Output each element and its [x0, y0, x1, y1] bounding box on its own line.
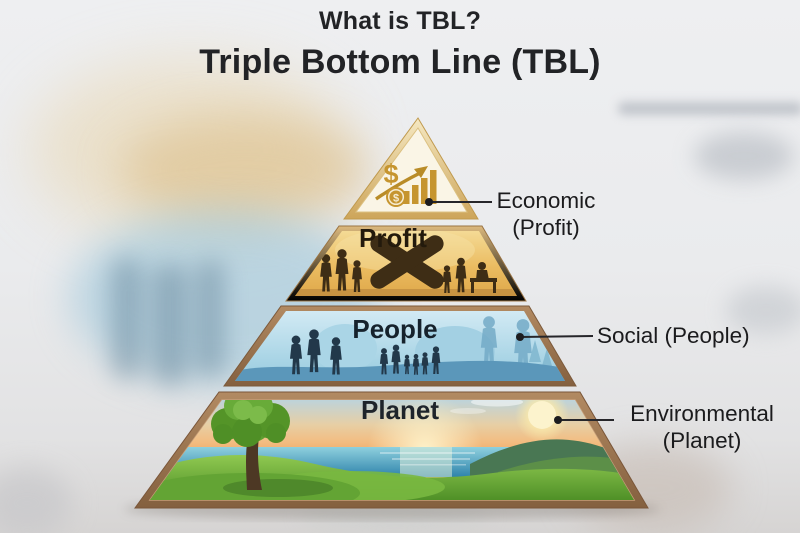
- connector-environmental: [554, 416, 614, 424]
- callout-economic: Economic (Profit): [488, 187, 604, 241]
- desk-silhouette: [470, 262, 497, 293]
- tier-economic-face: [355, 127, 468, 213]
- tier-planet-frame-edge: [134, 391, 649, 509]
- callout-line: Environmental: [630, 401, 774, 426]
- callout-social: Social (People): [597, 322, 797, 349]
- sun-reflection: [400, 447, 452, 477]
- people-silhouettes: [235, 316, 565, 381]
- dollar-growth-chart-icon: $ $: [375, 159, 437, 207]
- callout-connectors: [425, 198, 614, 424]
- tier-economic: $ $: [343, 117, 479, 220]
- callout-line: (Profit): [512, 215, 580, 240]
- planet-label: Planet: [361, 395, 439, 425]
- callout-line: (Planet): [662, 428, 742, 453]
- tier-people: People: [223, 305, 577, 387]
- bar-chart-icon: [403, 170, 437, 204]
- profit-floor: [295, 289, 517, 296]
- connector-economic: [425, 198, 492, 206]
- coin-dollar-sign: $: [393, 193, 399, 205]
- crossed-hands-icon: [370, 235, 444, 289]
- trend-arrow-head: [414, 166, 428, 178]
- tier-planet: Planet: [134, 391, 649, 509]
- header: What is TBL? Triple Bottom Line (TBL): [0, 7, 800, 82]
- profit-silhouettes: [295, 231, 517, 296]
- connector-social: [516, 333, 594, 341]
- sun-illustration: [515, 400, 569, 442]
- profit-label: Profit: [359, 223, 427, 253]
- people-label: People: [352, 314, 437, 344]
- tier-profit: Profit: [285, 223, 527, 302]
- callout-line: Economic: [496, 188, 596, 213]
- tree-illustration: [211, 400, 333, 497]
- dollar-sign: $: [383, 159, 398, 189]
- people-bg-blob: [313, 324, 377, 372]
- callout-line: Social (People): [597, 323, 750, 348]
- header-question: What is TBL?: [318, 7, 482, 35]
- water-streaks: [380, 452, 475, 466]
- callout-environmental: Environmental (Planet): [612, 400, 792, 454]
- clouds: [450, 400, 523, 414]
- people-pine-trees: [529, 340, 552, 366]
- page-title: Triple Bottom Line (TBL): [199, 43, 601, 81]
- people-ground: [235, 360, 565, 381]
- coin-icon: $: [386, 187, 406, 207]
- planet-landscape: [150, 400, 634, 500]
